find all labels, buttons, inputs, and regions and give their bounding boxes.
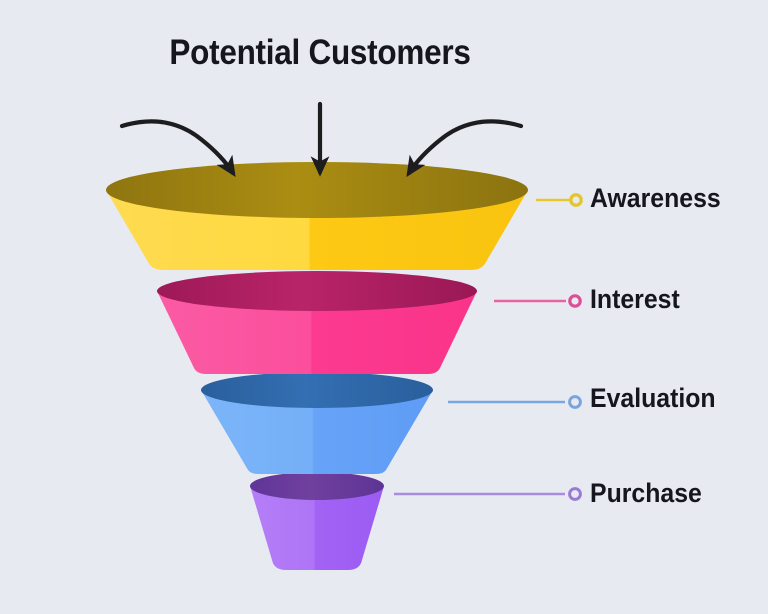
stage-label-purchase[interactable]: Purchase [590,478,702,508]
evaluation-rim [201,372,433,408]
interest-body [157,291,477,374]
ring-marker-icon-interest [568,294,582,308]
purchase-rim [250,472,384,500]
leader-line-evaluation-group [448,395,582,409]
stage-label-awareness[interactable]: Awareness [590,183,721,213]
leader-line-purchase-group [394,487,582,501]
stage-label-evaluation[interactable]: Evaluation [590,383,716,413]
inflow-arrows-group [119,101,524,178]
page-title: Potential Customers [169,33,471,72]
ring-marker-icon-evaluation [568,395,582,409]
ring-marker-icon-awareness [569,193,583,207]
leader-line-interest-group [494,294,582,308]
evaluation-body [201,390,433,474]
ring-marker-icon-purchase [568,487,582,501]
stage-label-interest[interactable]: Interest [590,284,680,314]
curved-arrow-icon-left [119,119,236,178]
leader-line-awareness-group [536,193,583,207]
funnel-segment-purchase[interactable] [250,472,384,570]
funnel-segment-evaluation[interactable] [201,372,433,474]
funnel-segment-awareness[interactable] [106,162,528,270]
awareness-rim [106,162,528,218]
interest-rim [157,271,477,311]
purchase-body [250,486,384,570]
funnel-segment-interest[interactable] [157,271,477,374]
curved-arrow-icon-right [406,119,524,178]
